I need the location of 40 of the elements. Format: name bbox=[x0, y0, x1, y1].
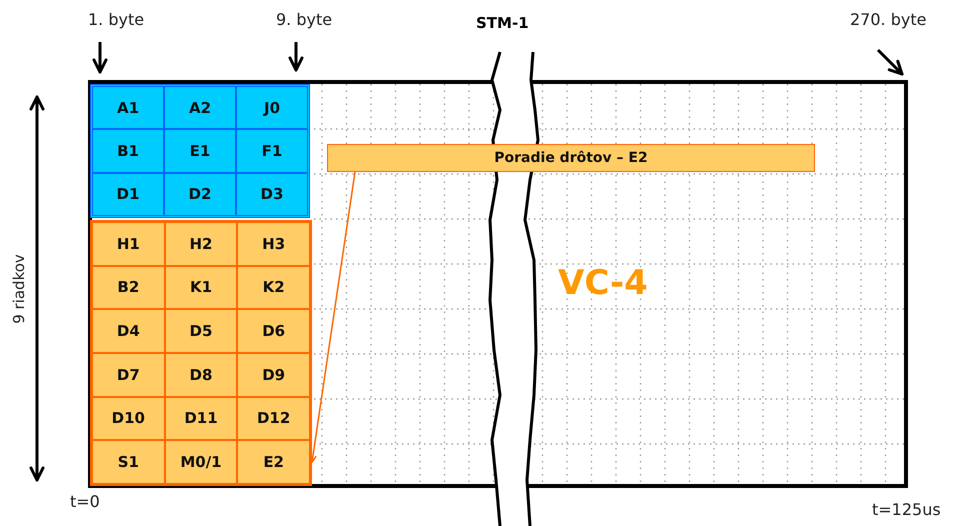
note-banner: Poradie drôtov – E2 bbox=[327, 144, 815, 172]
table-cell: A2 bbox=[164, 86, 236, 130]
table-cell: K1 bbox=[164, 266, 238, 310]
table-cell: D2 bbox=[164, 172, 236, 216]
frame-box bbox=[88, 80, 908, 488]
table-cell: D5 bbox=[164, 309, 238, 353]
table-cell: J0 bbox=[236, 86, 308, 130]
table-cell: E2 bbox=[237, 440, 310, 484]
table-cell: M0/1 bbox=[164, 440, 238, 484]
table-cell: D8 bbox=[164, 353, 238, 397]
table-cell: D7 bbox=[92, 353, 165, 397]
table-cell: D12 bbox=[237, 396, 310, 440]
arrow bbox=[309, 172, 356, 463]
table-cell: H2 bbox=[164, 222, 238, 266]
overhead-block bbox=[90, 84, 310, 218]
table-cell: B2 bbox=[92, 266, 165, 310]
table-cell: D10 bbox=[92, 396, 165, 440]
title: STM-1 bbox=[476, 14, 529, 32]
table-cell: D3 bbox=[236, 172, 308, 216]
table-cell: S1 bbox=[92, 440, 165, 484]
container-label: VC-4 bbox=[558, 263, 648, 303]
table-cell: F1 bbox=[236, 129, 308, 173]
time-label: t=0 bbox=[70, 492, 100, 511]
table-cell: H3 bbox=[237, 222, 310, 266]
table-cell: D4 bbox=[92, 309, 165, 353]
table-cell: K2 bbox=[237, 266, 310, 310]
table-cell: D9 bbox=[237, 353, 310, 397]
overhead-block bbox=[90, 220, 312, 486]
table-cell: D1 bbox=[92, 172, 164, 216]
table-cell: H1 bbox=[92, 222, 165, 266]
table-cell: D6 bbox=[237, 309, 310, 353]
table-cell: A1 bbox=[92, 86, 164, 130]
row-count-label: 9 riadkov bbox=[10, 254, 28, 324]
time-label: t=125us bbox=[872, 500, 941, 519]
column-label: 270. byte bbox=[850, 10, 926, 29]
table-cell: B1 bbox=[92, 129, 164, 173]
column-label: 1. byte bbox=[88, 10, 144, 29]
table-cell: D11 bbox=[164, 396, 238, 440]
table-cell: E1 bbox=[164, 129, 236, 173]
column-label: 9. byte bbox=[276, 10, 332, 29]
